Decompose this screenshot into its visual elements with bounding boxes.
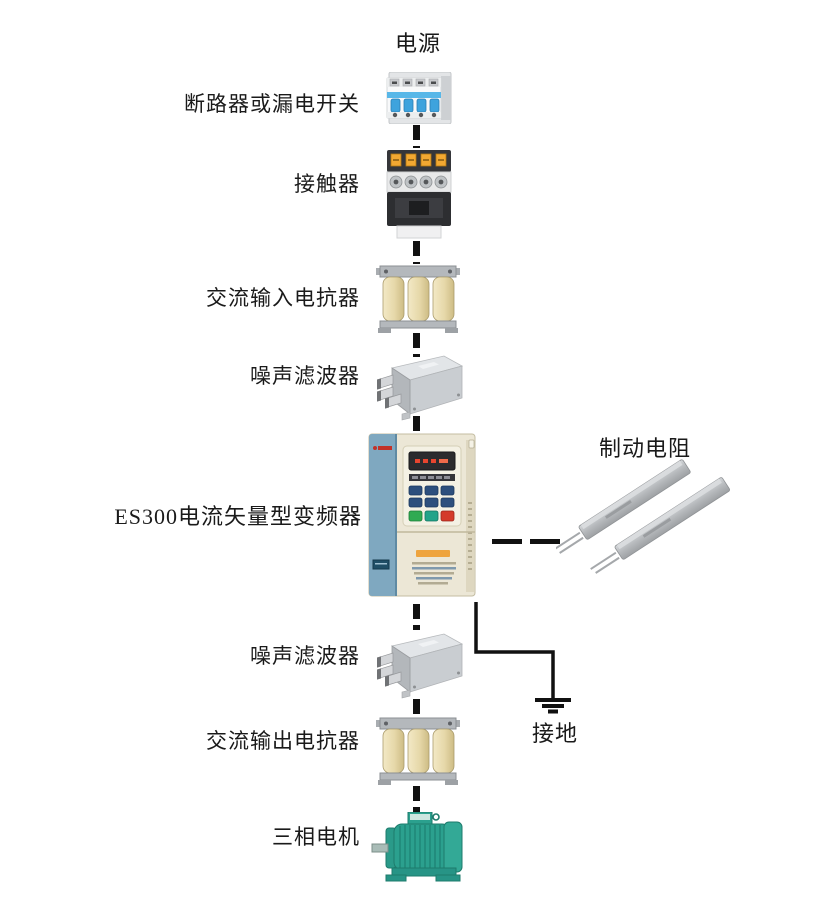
label-ground: 接地 <box>531 721 578 746</box>
inverter-icon <box>368 433 476 597</box>
connector-filter-inverter <box>413 416 420 433</box>
label-power: 电源 <box>394 31 441 56</box>
motor-icon <box>371 812 463 882</box>
contactor-image <box>383 148 455 242</box>
motor-image <box>368 812 472 884</box>
reactor-icon <box>376 717 460 785</box>
label-breaker: 断路器或漏电开关 <box>184 92 360 116</box>
inverter-warning-label <box>412 550 456 585</box>
noise-filter-input-image <box>372 352 466 422</box>
noise-filter-icon <box>377 633 464 699</box>
inverter-keypad <box>402 445 462 527</box>
connector-contactor-reactor <box>413 241 420 264</box>
label-motor: 三相电机 <box>272 825 360 849</box>
connector-breaker-contactor <box>413 125 420 148</box>
braking-resistor-image <box>556 452 806 602</box>
connector-reactor-filter <box>413 333 420 357</box>
breaker-image <box>383 72 453 124</box>
label-output-reactor: 交流输出电抗器 <box>206 729 360 753</box>
noise-filter-output-image <box>372 630 466 700</box>
input-reactor-image <box>376 264 460 334</box>
contactor-icon <box>386 150 452 239</box>
label-noise-filter-output: 噪声滤波器 <box>250 644 360 668</box>
braking-resistor-icon <box>556 459 730 574</box>
noise-filter-icon <box>377 355 464 421</box>
ground-icon <box>474 602 571 714</box>
connector-reactor-motor <box>413 786 420 812</box>
inverter-image <box>366 432 478 600</box>
connector-inverter-resistor <box>492 539 562 544</box>
inverter-logo <box>373 446 392 450</box>
label-contactor: 接触器 <box>294 172 360 196</box>
connector-filter-reactor <box>413 699 420 716</box>
reactor-icon <box>376 265 460 333</box>
breaker-icon <box>386 72 452 124</box>
ground-symbol <box>455 593 585 728</box>
label-inverter: ES300电流矢量型变频器 <box>114 504 362 529</box>
connector-inverter-filter <box>413 604 420 630</box>
label-input-reactor: 交流输入电抗器 <box>206 286 360 310</box>
label-noise-filter-input: 噪声滤波器 <box>250 364 360 388</box>
label-braking-resistor: 制动电阻 <box>598 436 691 461</box>
output-reactor-image <box>376 716 460 786</box>
